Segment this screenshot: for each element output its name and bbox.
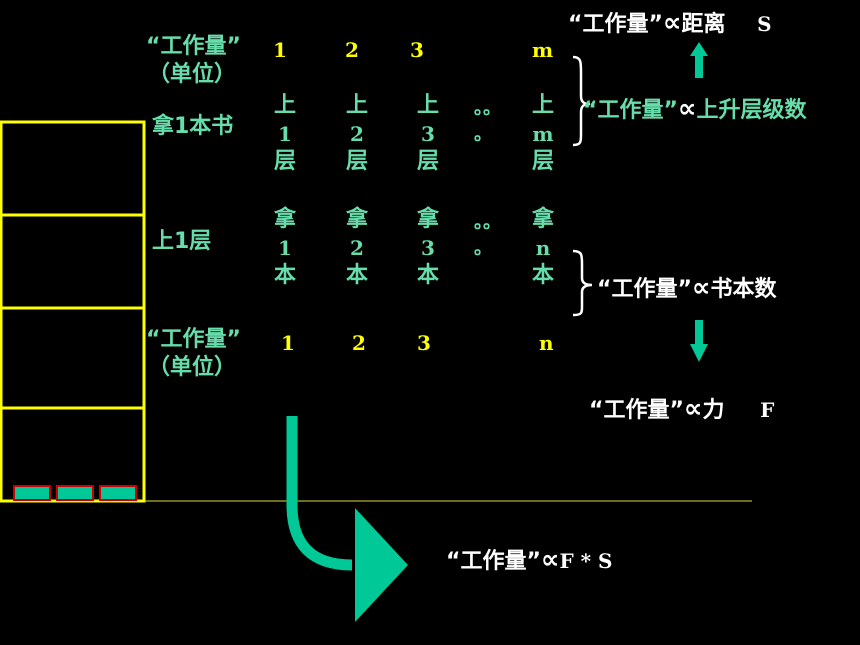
bottom-value-2: 2 [352, 331, 366, 355]
proportional-icon: ∝ [540, 545, 560, 575]
proportional-icon: ∝ [677, 94, 697, 124]
up-floor-dots: 。。。 [474, 212, 501, 259]
top-unit-sub: （单位） [148, 62, 237, 87]
bottom-unit-label: “工作量” [146, 327, 241, 352]
bottom-value-3: 3 [417, 331, 431, 355]
top-value-3: 3 [410, 38, 424, 62]
up-floor-label: 上1层 [152, 229, 212, 254]
book-3 [99, 485, 137, 501]
relation-result: “工作量”∝F * S [446, 545, 613, 575]
relation-force: “工作量”∝力 F [589, 394, 775, 424]
curved-arrow-head [355, 508, 408, 622]
bottom-value-n: n [539, 331, 554, 355]
brace-floors [572, 55, 591, 147]
proportional-icon: ∝ [662, 8, 682, 38]
brace-books [572, 249, 593, 317]
relation-distance: “工作量”∝距离 S [568, 8, 772, 38]
top-value-1: 1 [273, 38, 287, 62]
book-2 [56, 485, 94, 501]
top-unit-label: “工作量” [146, 34, 241, 59]
curved-arrow-shaft [286, 416, 353, 571]
take-book-dots: 。。。 [474, 98, 501, 145]
building-outline [0, 120, 146, 503]
top-value-m: m [532, 38, 554, 62]
top-value-2: 2 [345, 38, 359, 62]
bottom-value-1: 1 [281, 331, 295, 355]
bottom-unit-sub: （单位） [148, 355, 237, 380]
proportional-icon: ∝ [691, 273, 711, 303]
take-book-label: 拿1本书 [152, 114, 234, 139]
down-arrow-icon [690, 320, 708, 362]
relation-books: “工作量”∝书本数 [597, 273, 777, 303]
up-arrow-icon [690, 42, 708, 78]
book-1 [13, 485, 51, 501]
relation-floors: “工作量”∝上升层级数 [583, 94, 807, 124]
proportional-icon: ∝ [683, 394, 703, 424]
